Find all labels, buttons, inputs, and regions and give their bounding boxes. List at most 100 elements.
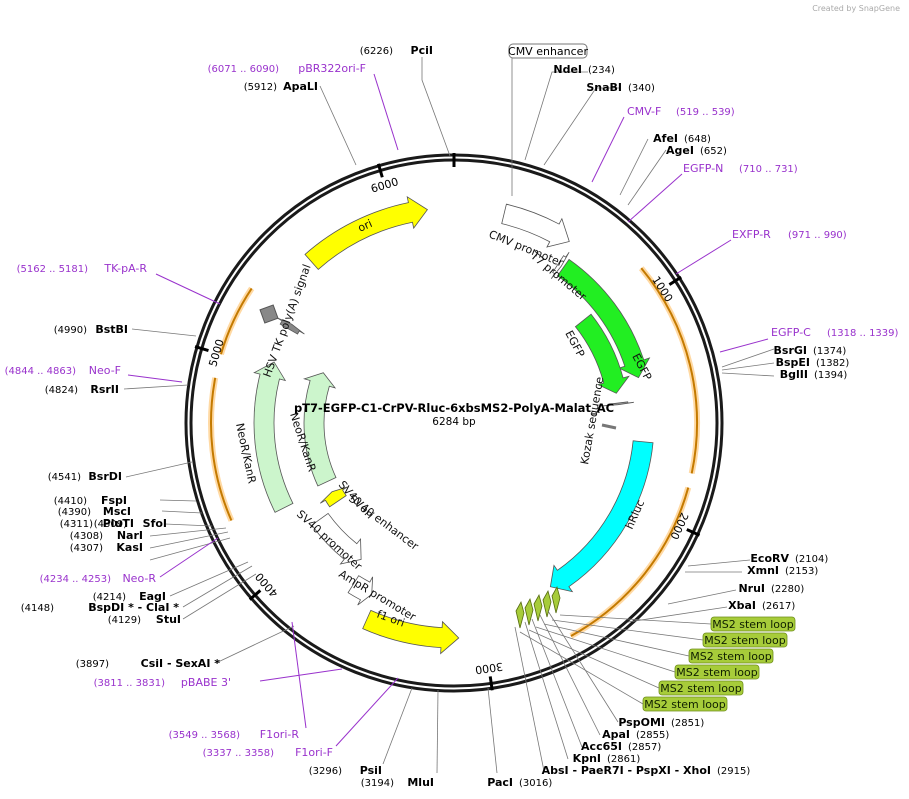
kozak-mark — [601, 423, 617, 430]
feature-arrow-2 — [550, 251, 570, 279]
site-name: NarI — [117, 529, 143, 542]
site-position: (2280) — [771, 584, 804, 595]
tick-mark — [668, 275, 682, 286]
tick-mark — [376, 163, 384, 178]
primer-range: (710 .. 731) — [739, 164, 798, 175]
site-name: Acc65I — [581, 740, 622, 753]
feature-arrow-13 — [303, 372, 337, 487]
site-name: PluTI — [103, 517, 134, 530]
site-name: AgeI — [666, 144, 694, 157]
feature-arrow-10 — [319, 486, 348, 508]
ms2-stem-loop-label: MS2 stem loop — [712, 618, 794, 631]
tick-label: 6000 — [369, 175, 400, 195]
site-position: (5912) — [244, 82, 277, 93]
primer-range: (519 .. 539) — [676, 107, 735, 118]
site-position: (2851) — [671, 718, 704, 729]
site-position: (1374) — [813, 346, 846, 357]
site-name: PciI — [411, 44, 433, 57]
site-position: (2617) — [762, 601, 795, 612]
tick-mark — [488, 676, 494, 691]
cmv-enhancer-label: CMV enhancer — [508, 45, 588, 58]
site-position: (3016) — [519, 778, 552, 789]
cmv-enhancer-box: CMV enhancer — [508, 43, 588, 59]
site-name: XbaI — [728, 599, 756, 612]
site-position: (2855) — [636, 730, 669, 741]
primer-range: (3811 .. 3831) — [94, 678, 166, 689]
site-name: KpnI — [573, 752, 601, 765]
primer-arc — [640, 267, 698, 474]
primer-name: EGFP-N — [683, 162, 723, 175]
site-name: BglII — [780, 368, 808, 381]
site-position: (340) — [628, 83, 655, 94]
site-name: EcoRV — [750, 552, 789, 565]
primer-labels: pBR322ori-F(6071 .. 6090)CMV-F(519 .. 53… — [5, 62, 899, 759]
ori-label: ori — [356, 217, 374, 235]
feature-arrow-8 — [347, 575, 374, 606]
site-name: BspDI * - ClaI * — [88, 601, 179, 614]
primer-range: (3549 .. 3568) — [169, 730, 241, 741]
site-position: (4824) — [45, 385, 78, 396]
primer-arc-halo — [208, 377, 235, 522]
site-position: (648) — [684, 134, 711, 145]
site-position: (4214) — [93, 592, 126, 603]
primer-name: EGFP-C — [771, 326, 811, 339]
site-position: (1382) — [816, 358, 849, 369]
site-name: KasI — [116, 541, 143, 554]
site-name: PspOMI — [618, 716, 665, 729]
hsv-tk-polya-box — [259, 304, 279, 324]
primer-name: Neo-R — [122, 572, 156, 585]
site-name: SfoI — [143, 517, 167, 530]
feature-arrow-6 — [549, 440, 654, 593]
site-name: PsiI — [360, 764, 382, 777]
site-name: SnaBI — [586, 81, 622, 94]
ms2-stem-loop-label: MS2 stem loop — [676, 666, 758, 679]
tick-mark — [248, 589, 262, 601]
primer-range: (1318 .. 1339) — [827, 328, 899, 339]
primer-name: CMV-F — [627, 105, 661, 118]
site-name: MluI — [407, 776, 434, 789]
primer-range: (3337 .. 3358) — [203, 748, 275, 759]
site-position: (4410) — [54, 496, 87, 507]
site-name: NruI — [738, 582, 765, 595]
ms2-stem-loop-label: MS2 stem loop — [644, 698, 726, 711]
primer-range: (4844 .. 4863) — [5, 366, 77, 377]
site-name: FspI — [101, 494, 127, 507]
site-name: PacI — [487, 776, 513, 789]
site-position: (3296) — [309, 766, 342, 777]
site-position: (652) — [700, 146, 727, 157]
primer-name: EXFP-R — [732, 228, 771, 241]
site-position: (2915) — [717, 766, 750, 777]
primer-arc — [219, 287, 253, 355]
feature-arrow-7 — [362, 609, 460, 655]
site-name: NdeI — [553, 63, 582, 76]
snapgene-watermark: Created by SnapGene — [812, 4, 900, 13]
kozak-label: Kozak sequence — [578, 376, 606, 466]
restriction-site-labels: PciI(6226)ApaLI(5912)NdeI(234)SnaBI(340)… — [21, 44, 850, 789]
primer-name: F1ori-R — [260, 728, 300, 741]
ms2-stem-loop-label: MS2 stem loop — [690, 650, 772, 663]
feature-arrow-4 — [574, 313, 630, 394]
primer-range: (6071 .. 6090) — [208, 64, 280, 75]
plasmid-name: pT7-EGFP-C1-CrPV-Rluc-6xbsMS2-PolyA-Mala… — [294, 401, 614, 416]
tick-mark — [194, 345, 209, 352]
site-position: (4148) — [21, 603, 54, 614]
site-position: (4311) — [60, 519, 93, 530]
feature-arrow-3 — [556, 258, 651, 379]
primer-name: TK-pA-R — [103, 262, 147, 275]
site-position: (4541) — [48, 472, 81, 483]
primer-leaders — [127, 73, 769, 747]
feature-arrow-14 — [276, 317, 305, 335]
site-position: (4307) — [70, 543, 103, 554]
feature-arrow-0 — [304, 195, 428, 270]
primer-arc — [570, 487, 690, 637]
site-position: (4390) — [58, 507, 91, 518]
primer-binding-arcs — [208, 266, 700, 639]
site-position: (4309) — [94, 519, 127, 530]
site-name: CsiI - SexAI * — [141, 657, 221, 670]
feature-arrows — [253, 195, 654, 655]
primer-name: Neo-F — [89, 364, 121, 377]
ms2-arrow-cluster — [515, 585, 561, 629]
feature-arrow-9 — [311, 512, 362, 565]
